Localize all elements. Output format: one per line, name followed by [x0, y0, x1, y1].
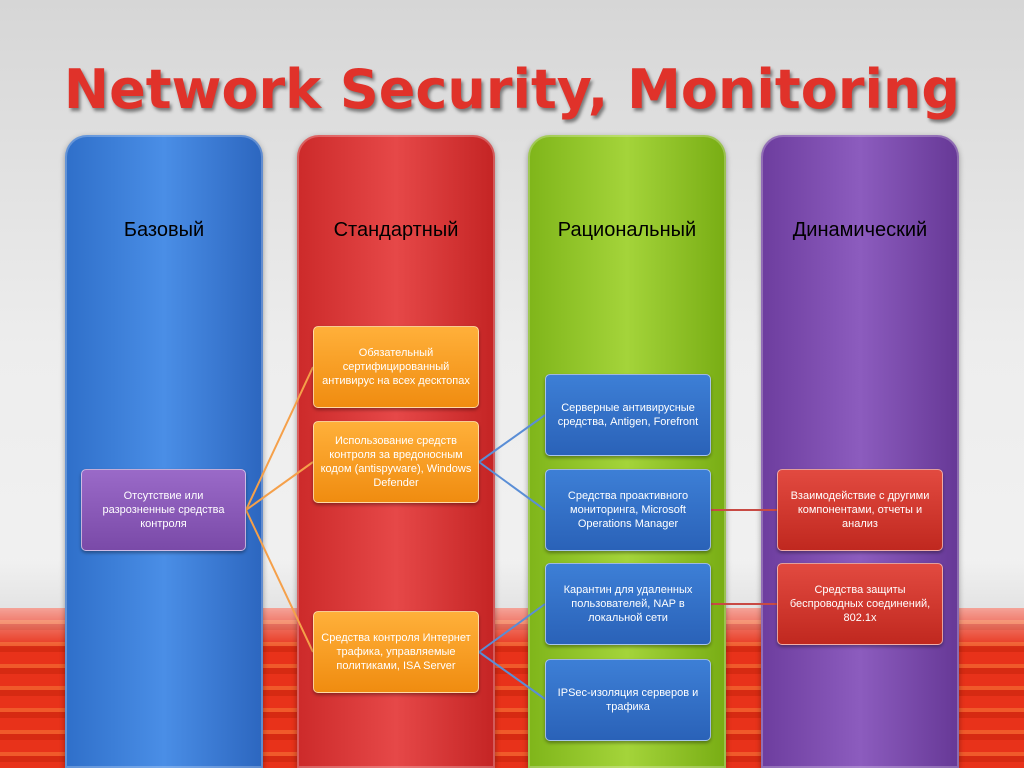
connector-std2-rat2 [478, 461, 546, 511]
column-title-dynamic: Динамический [792, 219, 928, 241]
box-ipsec-isolation: IPSec-изоляция серверов и трафика [545, 659, 711, 741]
connector-std3-rat4 [478, 651, 546, 700]
connector-basic-std2 [245, 461, 314, 511]
box-server-antivirus: Серверные антивирусные средства, Antigen… [545, 374, 711, 456]
connector-basic-std1 [245, 366, 314, 511]
box-no-controls: Отсутствие или разрозненные средства кон… [81, 469, 246, 551]
column-title-rational: Рациональный [557, 219, 697, 241]
connector-basic-std3 [245, 509, 314, 653]
column-basic: Базовый [65, 135, 263, 768]
box-integration-reporting: Взаимодействие с другими компонентами, о… [777, 469, 943, 551]
column-dynamic: Динамический [761, 135, 959, 768]
connector-std3-rat3 [478, 603, 546, 653]
column-title-standard: Стандартный [333, 219, 459, 241]
column-title-basic: Базовый [123, 219, 205, 241]
box-proactive-monitoring: Средства проактивного мониторинга, Micro… [545, 469, 711, 551]
slide-title: Network Security, Monitoring [63, 58, 961, 121]
box-wireless-protection: Средства защиты беспроводных соединений,… [777, 563, 943, 645]
box-mandatory-antivirus: Обязательный сертифицированный антивирус… [313, 326, 479, 408]
box-remote-quarantine: Карантин для удаленных пользователей, NA… [545, 563, 711, 645]
box-internet-traffic-control: Средства контроля Интернет трафика, упра… [313, 611, 479, 693]
connector-std2-rat1 [478, 414, 546, 463]
box-antispyware: Использование средств контроля за вредон… [313, 421, 479, 503]
